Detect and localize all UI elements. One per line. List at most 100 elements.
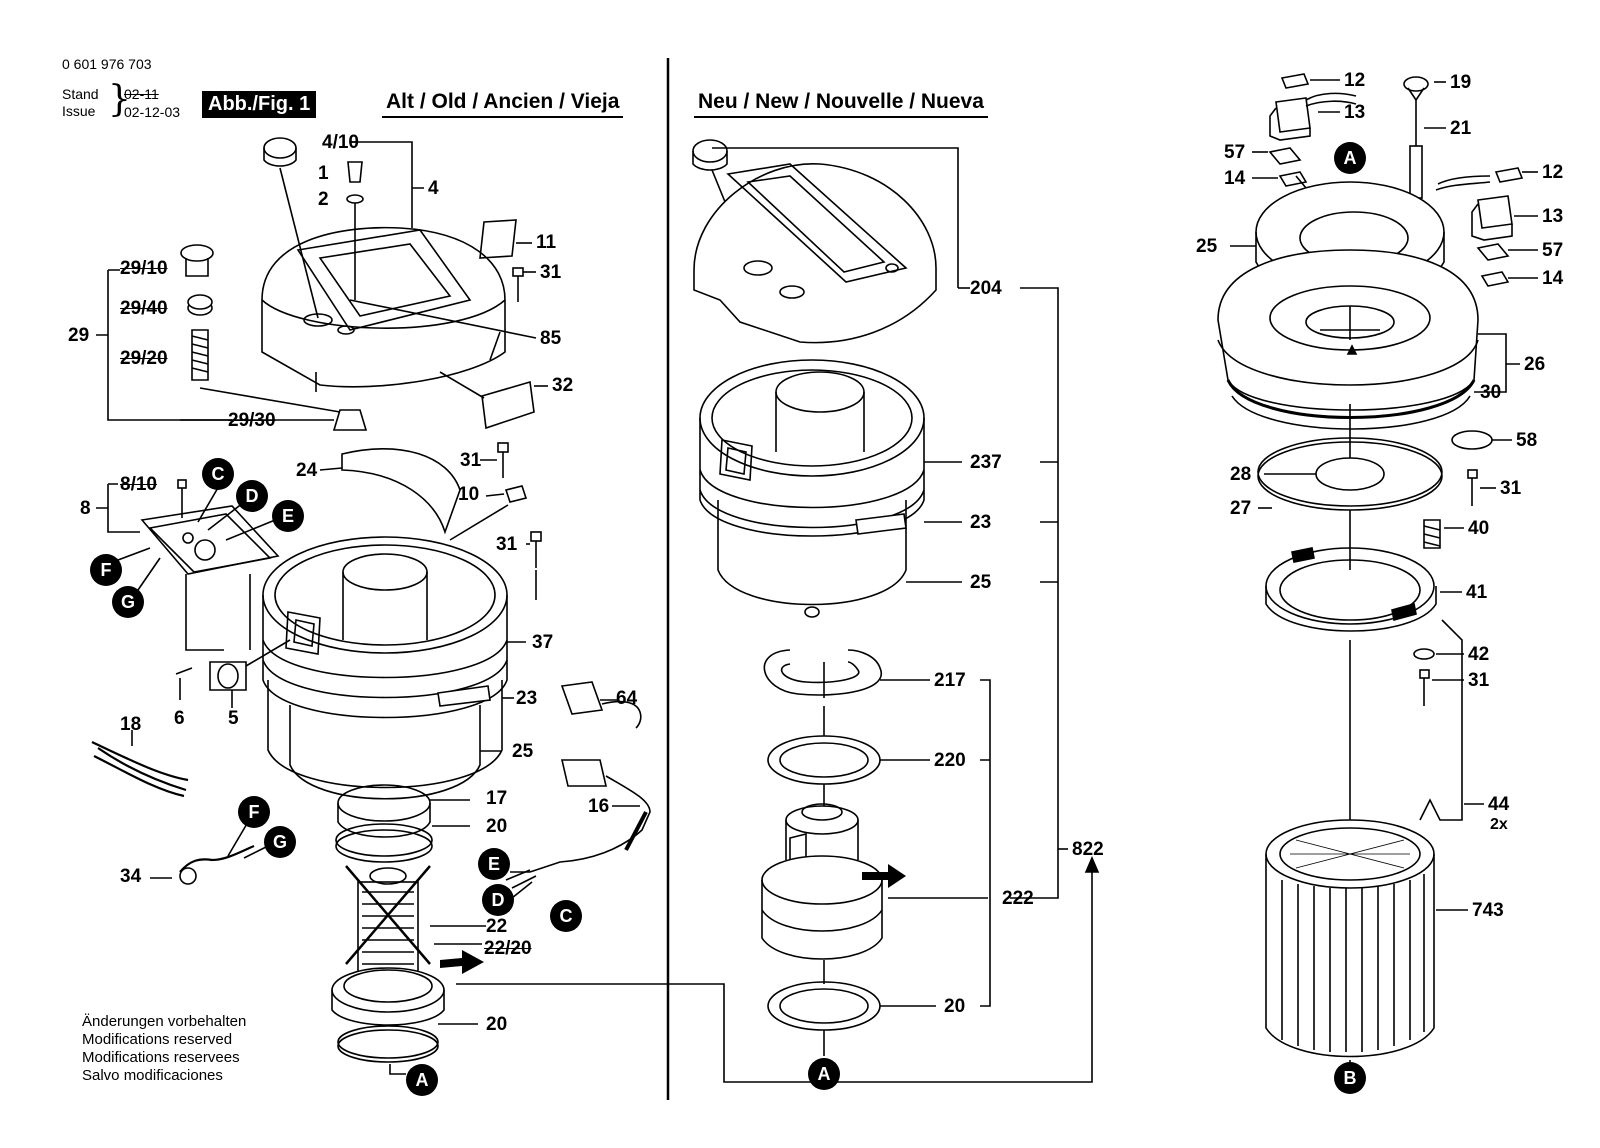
part-label: 22/20: [484, 938, 532, 959]
part-label: 25: [1196, 236, 1218, 257]
part-label: 13: [1344, 102, 1366, 123]
part-label: 31: [1500, 478, 1522, 499]
part-label: 220: [934, 750, 966, 771]
part-label: 8: [80, 498, 91, 519]
part-label: 8/10: [120, 474, 157, 495]
part-label: 20: [486, 816, 508, 837]
part-label: 237: [970, 452, 1002, 473]
new-motor: [761, 803, 906, 960]
part-label: 217: [934, 670, 966, 691]
part-label: 222: [1002, 888, 1034, 909]
note-line-de: Änderungen vorbehalten: [82, 1013, 247, 1030]
old-motor-housing: [262, 536, 508, 800]
part-label: 29/20: [120, 348, 168, 369]
part-label: 42: [1468, 644, 1490, 665]
part-label: 822: [1072, 839, 1104, 860]
part-label: 12: [1344, 70, 1366, 91]
stand-issue-label: Stand Issue: [62, 86, 99, 120]
part-label: 31: [540, 262, 562, 283]
connector-a: A: [406, 1064, 438, 1096]
old-section-title: Alt / Old / Ancien / Vieja: [382, 90, 624, 118]
issue-label: Issue: [62, 103, 96, 119]
connector-a: A: [1334, 142, 1366, 174]
part-label: 12: [1542, 162, 1564, 183]
part-label: 25: [512, 741, 534, 762]
old-top-cover: [261, 226, 506, 392]
part-label: 40: [1468, 518, 1490, 539]
connector-g: G: [112, 586, 144, 618]
note-line-es: Salvo modificaciones: [82, 1067, 223, 1084]
new-motor-housing: [699, 359, 925, 618]
part-label: 44: [1488, 794, 1510, 815]
part-label: 32: [552, 375, 574, 396]
part-label: 24: [296, 460, 318, 481]
part-label: 31: [1468, 670, 1490, 691]
part-label: 57: [1542, 240, 1564, 261]
part-label: 27: [1230, 498, 1252, 519]
part-label: 14: [1224, 168, 1246, 189]
part-label: 41: [1466, 582, 1488, 603]
part-quantity: 2x: [1490, 816, 1508, 833]
part-label: 10: [458, 484, 480, 505]
part-label: 4: [428, 178, 439, 199]
part-label: 34: [120, 866, 142, 887]
connector-d: D: [482, 884, 514, 916]
part-label: 1: [318, 163, 329, 184]
part-label: 16: [588, 796, 610, 817]
part-label: 20: [486, 1014, 508, 1035]
part-label: 23: [970, 512, 992, 533]
part-label: 17: [486, 788, 508, 809]
right-motor-housing: [1217, 181, 1479, 430]
part-label: 743: [1472, 900, 1504, 921]
part-label: 204: [970, 278, 1002, 299]
connector-f: F: [90, 554, 122, 586]
part-label: 29/10: [120, 258, 168, 279]
part-label: 25: [970, 572, 992, 593]
part-label: 31: [460, 450, 482, 471]
part-label: 57: [1224, 142, 1246, 163]
new-top-cover: [693, 163, 937, 344]
part-label: 21: [1450, 118, 1472, 139]
connector-d: D: [236, 480, 268, 512]
brace-glyph: }: [108, 79, 131, 120]
stand-new-date: 02-12-03: [124, 104, 181, 120]
connector-e: E: [272, 500, 304, 532]
connector-e: E: [478, 848, 510, 880]
part-label: 29/40: [120, 298, 168, 319]
connector-g: G: [264, 826, 296, 858]
part-label: 64: [616, 688, 638, 709]
document-number: 0 601 976 703: [62, 56, 152, 72]
part-label: 14: [1542, 268, 1564, 289]
note-line-en: Modifications reserved: [82, 1031, 233, 1048]
part-label: 30: [1480, 382, 1502, 403]
stand-label: Stand: [62, 86, 99, 102]
part-label: 31: [496, 534, 518, 555]
part-label: 28: [1230, 464, 1252, 485]
figure-label: Abb./Fig. 1: [202, 91, 317, 118]
part-label: 85: [540, 328, 562, 349]
connector-f: F: [238, 796, 270, 828]
connector-c: C: [202, 458, 234, 490]
part-label: 18: [120, 714, 142, 735]
part-label: 20: [944, 996, 966, 1017]
connector-a: A: [808, 1058, 840, 1090]
connector-c: C: [550, 900, 582, 932]
filter-cartridge: [1265, 819, 1435, 1058]
note-line-fr: Modifications reservees: [82, 1049, 240, 1066]
part-label: 11: [536, 232, 557, 253]
part-label: 29: [68, 325, 90, 346]
part-label: 2: [318, 189, 329, 210]
new-section-title: Neu / New / Nouvelle / Nueva: [694, 90, 988, 118]
modifications-note: Änderungen vorbehalten Modifications res…: [82, 1013, 246, 1085]
part-label: 37: [532, 632, 554, 653]
part-label: 19: [1450, 72, 1472, 93]
part-label: 23: [516, 688, 538, 709]
part-label: 5: [228, 708, 239, 729]
part-label: 26: [1524, 354, 1546, 375]
part-label: 13: [1542, 206, 1564, 227]
part-label: 6: [174, 708, 185, 729]
part-label: 29/30: [228, 410, 276, 431]
part-label: 58: [1516, 430, 1538, 451]
connector-b: B: [1334, 1062, 1366, 1094]
